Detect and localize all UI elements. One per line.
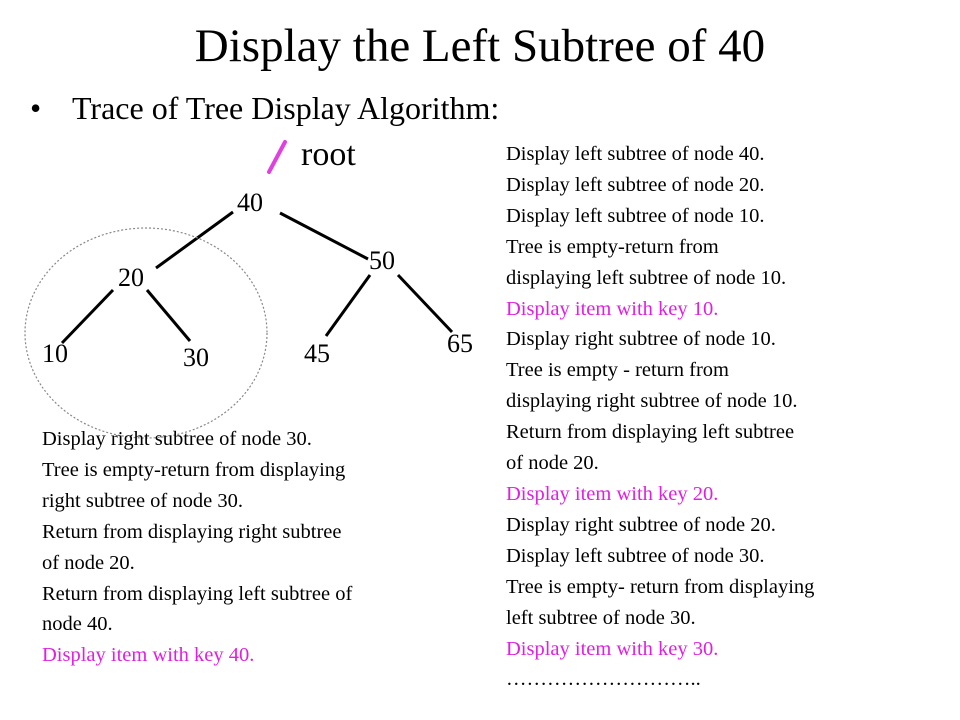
trace-line: Display right subtree of node 30. (42, 428, 312, 450)
trace-line: Display right subtree of node 10. (506, 328, 776, 351)
trace-line: Tree is empty- return from displaying (506, 575, 815, 598)
trace-line: right subtree of node 30. (42, 489, 243, 512)
trace-log-right: Display left subtree of node 40. Display … (506, 139, 814, 695)
tree-edges (60, 210, 454, 345)
trace-line: Return from displaying left subtree (506, 421, 795, 444)
trace-line: node 40. (42, 613, 113, 636)
trace-line: Display left subtree of node 10. (506, 204, 765, 227)
trace-line: of node 20. (506, 452, 599, 475)
tree-node-40: 40 (237, 188, 263, 217)
trace-line: Display left subtree of node 30. (506, 544, 765, 567)
trace-line: Display right subtree of node 20. (506, 513, 776, 536)
tree-edge-40-20 (155, 210, 234, 270)
tree-edge-20-10 (60, 288, 115, 345)
tree-edge-20-30 (145, 289, 192, 342)
tree-node-30: 30 (183, 343, 209, 372)
tree-node-10: 10 (42, 339, 68, 368)
tree-edge-50-45 (324, 274, 372, 337)
tree-node-65: 65 (447, 329, 473, 358)
trace-line: displaying right subtree of node 10. (506, 390, 798, 413)
tree-edge-50-65 (396, 273, 454, 334)
trace-log-left: Display right subtree of node 30. Tree is… (42, 424, 352, 671)
root-pointer-arrow (267, 140, 287, 174)
tree-nodes: 40 20 50 10 30 45 65 (42, 188, 473, 372)
trace-line-display-item: Display item with key 10. (506, 297, 719, 320)
tree-node-20: 20 (118, 263, 144, 292)
trace-line-display-item: Display item with key 30. (506, 637, 719, 660)
tree-edge-40-50 (279, 211, 369, 261)
trace-line-display-item: Display item with key 40. (42, 644, 255, 667)
bullet-item: • Trace of Tree Display Algorithm: (30, 86, 499, 130)
tree-node-50: 50 (369, 246, 395, 275)
trace-line: of node 20. (42, 551, 135, 574)
bullet-dot: • (30, 90, 42, 126)
trace-line-display-item: Display item with key 20. (506, 482, 719, 505)
bullet-text: Trace of Tree Display Algorithm: (72, 90, 500, 126)
root-label: root (301, 136, 356, 173)
trace-line: Return from displaying left subtree of (42, 582, 353, 605)
trace-line: left subtree of node 30. (506, 606, 696, 629)
trace-line: ……………………….. (506, 668, 701, 691)
slide-title: Display the Left Subtree of 40 (194, 20, 766, 72)
trace-line: Tree is empty-return from (506, 235, 719, 258)
trace-line: displaying left subtree of node 10. (506, 266, 787, 289)
trace-line: Display left subtree of node 40. (506, 143, 765, 165)
trace-line: Display left subtree of node 20. (506, 173, 765, 196)
trace-line: Return from displaying right subtree (42, 520, 342, 543)
trace-line: Tree is empty-return from displaying (42, 458, 346, 481)
tree-node-45: 45 (304, 339, 330, 368)
trace-line: Tree is empty - return from (506, 359, 729, 382)
left-subtree-outline (24, 227, 268, 439)
